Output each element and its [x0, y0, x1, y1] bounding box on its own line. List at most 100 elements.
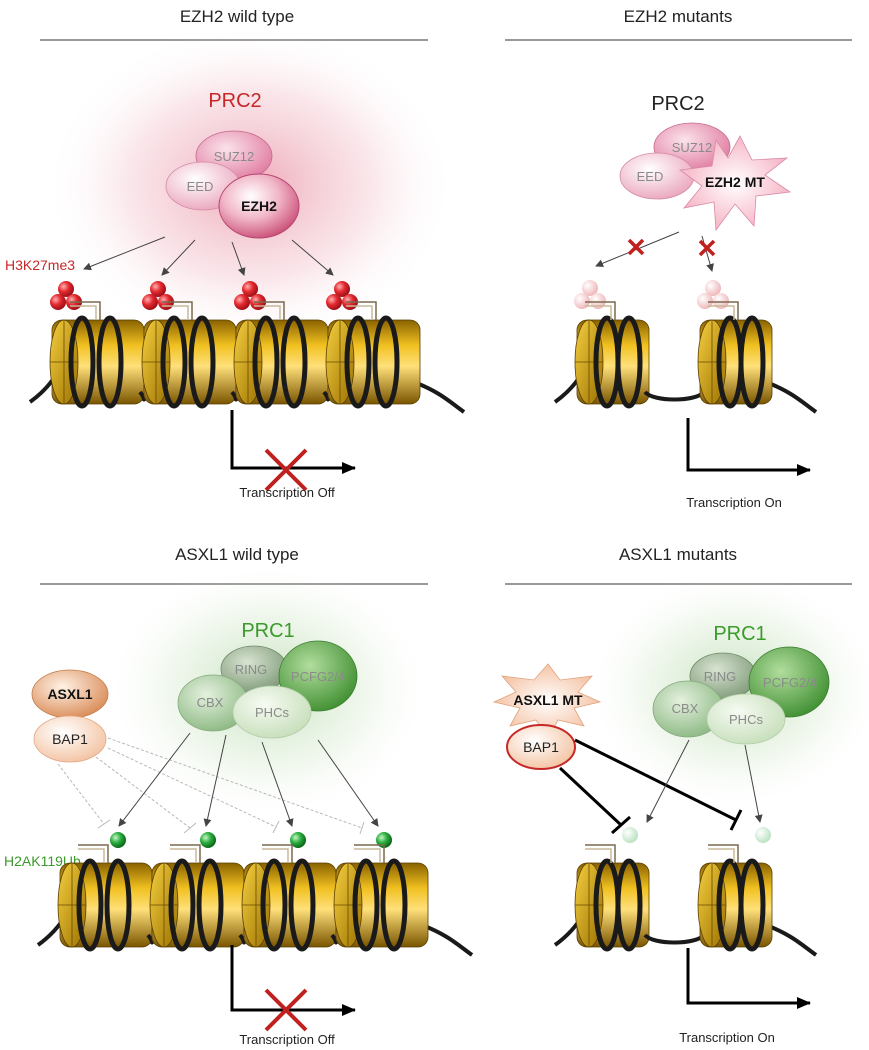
inhibit-line	[574, 738, 737, 822]
bap1-protein	[33, 715, 107, 763]
prc1-arrows	[118, 732, 379, 827]
transcription-status: Transcription Off	[230, 945, 356, 1047]
panel-title: ASXL1 wild type	[175, 545, 299, 564]
nucleosome	[325, 301, 421, 409]
inhibit-bar	[611, 815, 631, 835]
dna-strand	[421, 923, 474, 957]
ubiquitin-marks	[110, 832, 392, 848]
arrow	[261, 741, 294, 827]
status-label: Transcription On	[686, 495, 782, 510]
block-x-icon	[698, 239, 716, 257]
phcs-subunit	[706, 693, 786, 745]
panel-title: EZH2 wild type	[180, 7, 294, 26]
arrow	[701, 235, 714, 272]
nucleosome-array	[28, 301, 466, 414]
bap1-label: BAP1	[52, 731, 88, 747]
panel-title: EZH2 mutants	[624, 7, 733, 26]
phcs-label: PHCs	[729, 712, 763, 727]
bap1-inhibition-lines	[57, 737, 365, 835]
nucleosome-array	[553, 844, 818, 957]
nucleosome-array	[553, 301, 818, 414]
inhibit-line	[558, 766, 623, 827]
transcription-status: Transcription On	[686, 418, 811, 510]
dna-strand	[765, 923, 818, 957]
status-label: Transcription On	[679, 1030, 775, 1045]
transcription-status: Transcription Off	[230, 410, 356, 500]
arrow	[161, 239, 196, 276]
ezh2-mt-burst	[678, 135, 792, 232]
prc2-mutant-complex: SUZ12 EED EZH2 MT	[619, 122, 792, 232]
arrow	[646, 739, 690, 823]
nucleosome	[57, 844, 158, 952]
arrow	[118, 732, 191, 827]
panel-asxl1-wild-type: ASXL1 wild type PRC1 RING PCFG2/4 CBX PH…	[4, 545, 474, 1047]
ezh2-subunit	[218, 173, 300, 239]
eed-label: EED	[187, 179, 214, 194]
block-x-icon	[264, 988, 308, 1032]
prc2-label: PRC2	[651, 93, 704, 115]
h3k27me3-label: H3K27me3	[5, 257, 75, 273]
asxl1-mt-label: ASXL1 MT	[513, 692, 583, 708]
arrow	[291, 239, 334, 276]
methyl-cluster-faded	[574, 280, 606, 309]
prc1-label: PRC1	[241, 620, 294, 642]
methyl-cluster-faded	[697, 280, 729, 309]
bap1-label: BAP1	[523, 739, 559, 755]
nucleosome	[574, 301, 706, 409]
inhibit-line	[107, 747, 277, 828]
nucleosome	[574, 844, 706, 952]
dna-strand	[413, 380, 466, 414]
ub-mark-faded	[755, 827, 771, 843]
methyl-cluster	[234, 281, 266, 310]
tss-arrow	[230, 410, 356, 474]
arrow	[744, 744, 763, 823]
nucleosome	[241, 844, 342, 952]
ring-label: RING	[235, 662, 268, 677]
ub-mark-faded	[622, 827, 638, 843]
pcfg-label: PCFG2/4	[763, 675, 817, 690]
asxl1-bap1-complex: ASXL1 BAP1	[31, 669, 109, 763]
panel-ezh2-wild-type: EZH2 wild type PRC2 SUZ12 EED EZH2 H3K27…	[5, 7, 466, 500]
prc2-complex: SUZ12 EED EZH2	[165, 130, 300, 239]
ub-mark	[290, 832, 306, 848]
bap1-protein	[506, 724, 576, 770]
arrow	[317, 739, 379, 827]
nucleosome	[141, 301, 242, 409]
nucleosome	[49, 301, 150, 409]
inhibit-bar	[729, 809, 743, 831]
tss-arrow	[230, 945, 356, 1016]
cbx-label: CBX	[197, 695, 224, 710]
pale-methyl-clusters	[574, 280, 729, 309]
suz12-label: SUZ12	[214, 149, 254, 164]
ub-mark	[376, 832, 392, 848]
prc1-complex: RING PCFG2/4 CBX PHCs	[177, 640, 358, 739]
inhibit-bar	[97, 819, 111, 829]
dna-strand	[765, 380, 818, 414]
ezh2-label: EZH2	[241, 198, 277, 214]
inhibit-line	[57, 763, 105, 825]
tss-arrow	[686, 948, 811, 1009]
phcs-subunit	[232, 685, 312, 739]
tss-arrow	[686, 418, 811, 476]
asxl1-mt-complex: ASXL1 MT BAP1	[492, 663, 602, 770]
phcs-label: PHCs	[255, 705, 289, 720]
transcription-status: Transcription On	[679, 948, 811, 1045]
nucleosome-array	[36, 844, 474, 957]
faded-ubiquitin-marks	[622, 827, 771, 843]
nucleosome	[333, 844, 429, 952]
ub-mark	[200, 832, 216, 848]
arrow	[231, 241, 246, 276]
prc1-arrows	[646, 739, 763, 823]
ezh2-mt-label: EZH2 MT	[705, 174, 765, 190]
ub-mark	[110, 832, 126, 848]
asxl1-label: ASXL1	[47, 686, 92, 702]
block-x-icon	[264, 448, 308, 492]
block-x-icon	[627, 238, 645, 256]
blocked-arrows	[595, 231, 714, 272]
panel-ezh2-mutants: EZH2 mutants PRC2 SUZ12 EED EZH2 MT	[505, 7, 852, 510]
h2ak119ub-label: H2AK119Ub	[4, 853, 81, 869]
prc2-arrows	[83, 236, 334, 276]
suz12-label: SUZ12	[672, 140, 712, 155]
prc1-label: PRC1	[713, 623, 766, 645]
